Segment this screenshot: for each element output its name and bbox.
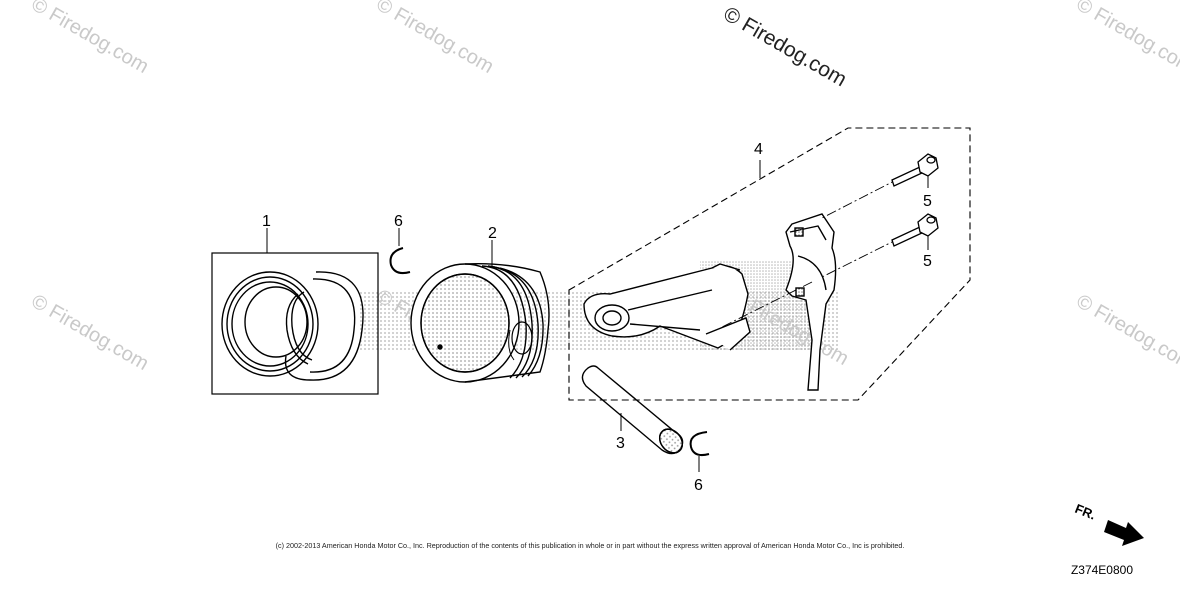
piston xyxy=(410,263,550,383)
connecting-rod-dashed-border xyxy=(568,127,971,401)
watermark-tile: © Firedog.com xyxy=(28,290,153,375)
watermark-tile: © Firedog.com xyxy=(1073,290,1180,375)
callout-5-upper: 5 xyxy=(923,193,932,210)
front-direction-indicator: FR. xyxy=(1073,501,1144,546)
copyright-notice: (c) 2002-2013 American Honda Motor Co., … xyxy=(275,541,905,550)
connecting-rod xyxy=(583,263,751,351)
front-label: FR. xyxy=(1073,501,1098,523)
callout-6-lower: 6 xyxy=(694,477,703,494)
watermark-tile: © Firedog.com xyxy=(1073,0,1180,78)
watermark-tile: © Firedog.com xyxy=(373,0,498,78)
callout-5-lower: 5 xyxy=(923,253,932,270)
clip-upper xyxy=(389,247,411,275)
callout-2: 2 xyxy=(488,225,497,242)
callout-4: 4 xyxy=(754,141,763,158)
piston-pin xyxy=(581,365,684,455)
rod-cap xyxy=(785,213,837,391)
watermark-tile: © Firedog.com xyxy=(28,0,153,78)
rod-bolt-upper xyxy=(891,153,939,187)
diagram-code: Z374E0800 xyxy=(1070,563,1133,577)
rod-bolt-lower xyxy=(891,213,939,247)
piston-ring-set xyxy=(211,252,379,395)
callout-1: 1 xyxy=(262,213,271,230)
bolt-alignment-lines xyxy=(719,177,901,329)
callout-6-upper: 6 xyxy=(394,213,403,230)
clip-lower xyxy=(689,431,710,457)
main-watermark: © Firedog.com xyxy=(720,2,851,91)
front-arrow-icon xyxy=(1104,520,1144,546)
callout-3: 3 xyxy=(616,435,625,452)
